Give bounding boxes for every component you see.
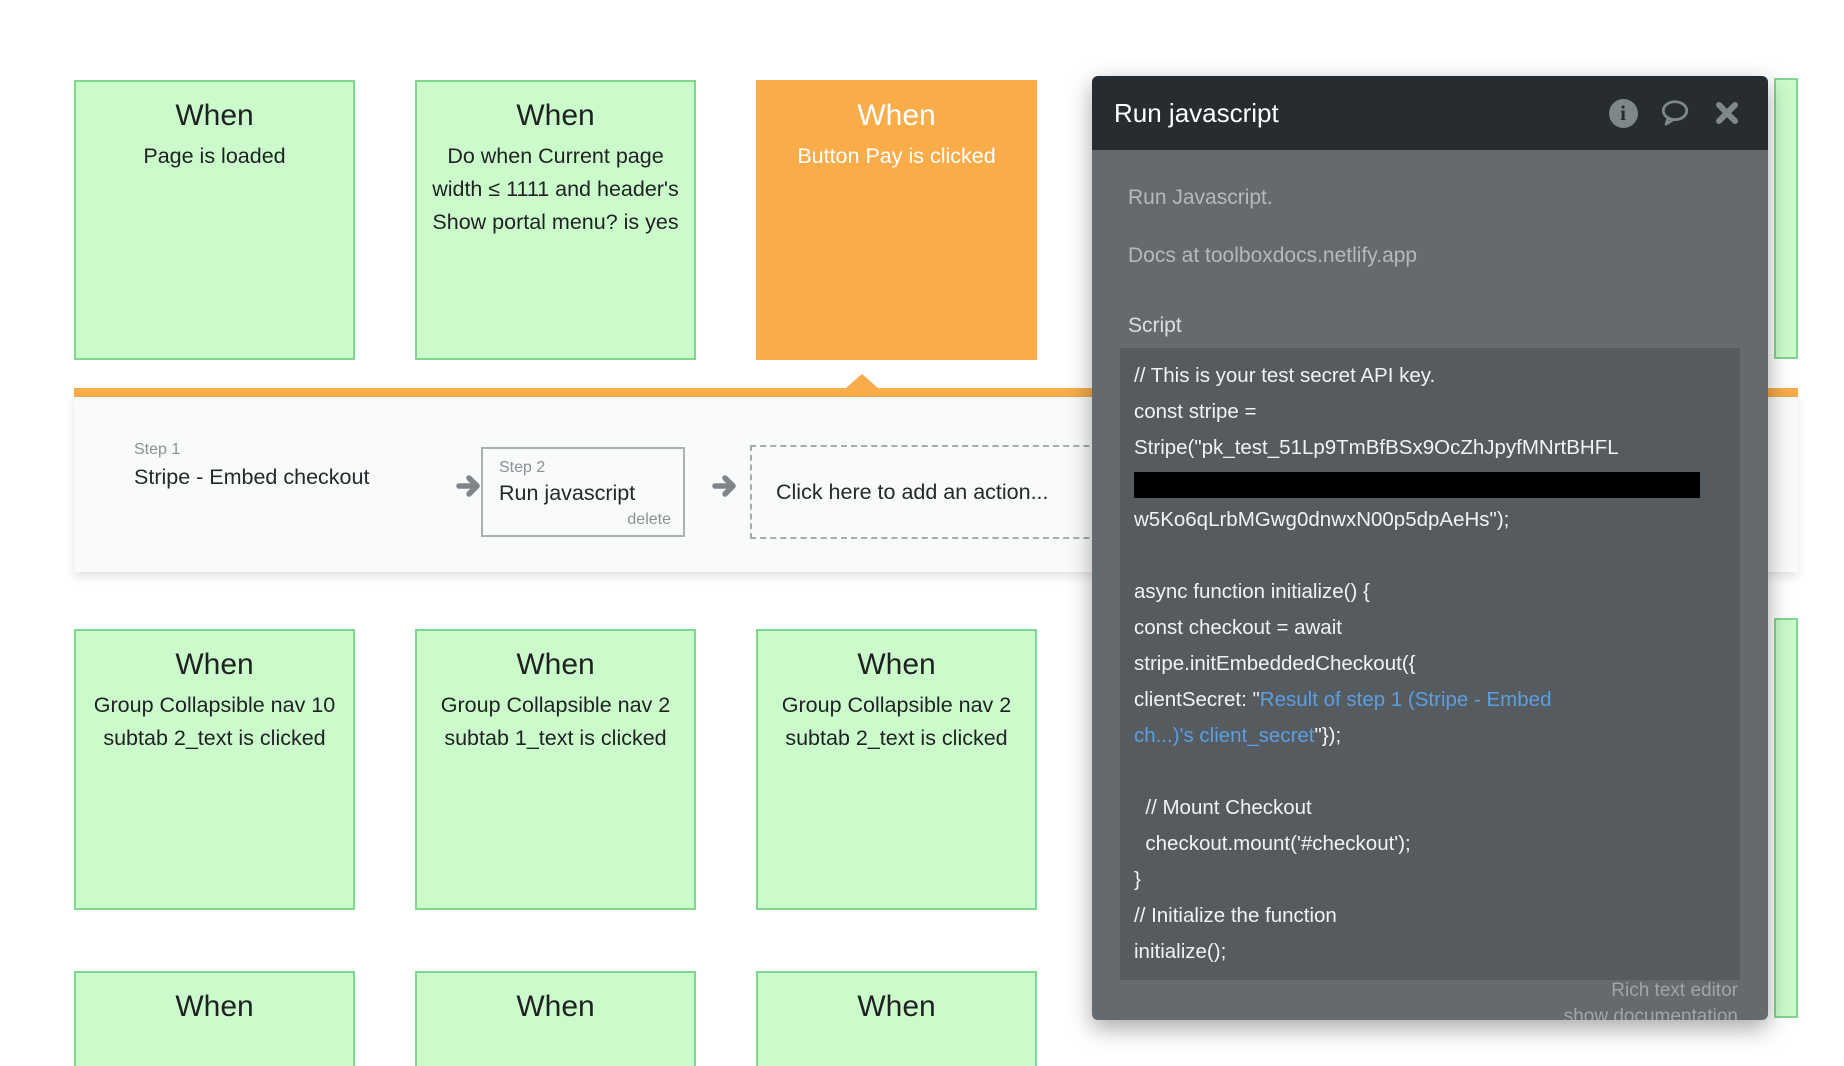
code-line: clientSecret: "Result of step 1 (Stripe … — [1134, 688, 1552, 711]
docs-reference: Docs at toolboxdocs.netlify.app — [1128, 244, 1418, 267]
code-line — [1134, 538, 1726, 574]
code-line: const checkout = await — [1134, 616, 1342, 639]
step1-name: Stripe - Embed checkout — [134, 465, 370, 489]
event-box-clipped-bottom-2[interactable]: When — [415, 971, 696, 1066]
code-line — [1134, 754, 1726, 790]
code-line: initialize(); — [1134, 940, 1227, 963]
event-title: When — [857, 648, 936, 681]
script-field-label: Script — [1128, 314, 1182, 337]
action-description: Run Javascript. — [1128, 186, 1273, 209]
code-line: checkout.mount('#checkout'); — [1134, 832, 1411, 855]
rich-text-editor-label: Rich text editor — [1611, 980, 1738, 1001]
event-box-page-loaded[interactable]: When Page is loaded — [74, 80, 355, 360]
show-documentation-link[interactable]: show documentation — [1563, 1006, 1738, 1020]
info-icon[interactable]: i — [1608, 98, 1638, 128]
run-javascript-property-panel: Run javascript i Run Javascript. Docs — [1092, 76, 1768, 1020]
selected-event-notch — [846, 374, 878, 388]
event-title: When — [175, 648, 254, 681]
event-box-clipped-bottom-3[interactable]: When — [756, 971, 1037, 1066]
event-subtitle: Button Pay is clicked — [797, 144, 996, 168]
event-box-page-width-condition[interactable]: When Do when Current page width ≤ 1111 a… — [415, 80, 696, 360]
code-line: const stripe = — [1134, 400, 1257, 423]
panel-header: Run javascript i — [1092, 76, 1768, 150]
event-title: When — [516, 990, 595, 1023]
event-box-clipped-right-top[interactable] — [1774, 78, 1798, 359]
event-title: When — [175, 99, 254, 132]
code-line: ch...)'s client_secret"}); — [1134, 724, 1342, 747]
step1-label: Step 1 — [134, 441, 181, 458]
event-box-clipped-bottom-1[interactable]: When — [74, 971, 355, 1066]
dynamic-expression-link[interactable]: Result of step 1 (Stripe - Embed — [1259, 688, 1552, 711]
code-editor[interactable]: // This is your test secret API key. cons… — [1120, 348, 1740, 980]
event-title: When — [516, 648, 595, 681]
code-line: // Mount Checkout — [1134, 796, 1312, 819]
dynamic-expression-link[interactable]: ch...)'s client_secret — [1134, 724, 1315, 747]
event-title: When — [516, 99, 595, 132]
event-box-nav2-subtab1[interactable]: When Group Collapsible nav 2 subtab 1_te… — [415, 629, 696, 910]
event-subtitle: Page is loaded — [143, 144, 286, 168]
event-box-nav2-subtab2[interactable]: When Group Collapsible nav 2 subtab 2_te… — [756, 629, 1037, 910]
step2-label: Step 2 — [499, 459, 546, 476]
code-line: async function initialize() { — [1134, 580, 1370, 603]
event-box-clipped-right-bottom[interactable] — [1774, 618, 1798, 1018]
code-line: Stripe("pk_test_51Lp9TmBfBSx9OcZhJpyfMNr… — [1134, 436, 1619, 459]
add-action-button[interactable]: Click here to add an action... — [750, 445, 1150, 539]
arrow-right-icon — [712, 475, 736, 497]
step2-name: Run javascript — [499, 481, 636, 505]
panel-body: Run Javascript. Docs at toolboxdocs.netl… — [1092, 150, 1768, 1020]
event-subtitle: Group Collapsible nav 10 subtab 2_text i… — [93, 693, 336, 750]
event-box-button-pay-clicked-selected[interactable]: When Button Pay is clicked — [756, 80, 1037, 360]
workflow-accent-bar — [74, 388, 1798, 397]
event-title: When — [857, 990, 936, 1023]
step1-action[interactable]: Step 1 Stripe - Embed checkout — [134, 441, 369, 490]
step2-delete-button[interactable]: delete — [627, 511, 671, 528]
add-action-label: Click here to add an action... — [776, 479, 1049, 504]
redacted-api-key — [1134, 471, 1700, 498]
close-icon[interactable] — [1712, 98, 1742, 128]
event-subtitle: Do when Current page width ≤ 1111 and he… — [432, 144, 679, 234]
event-title: When — [175, 990, 254, 1023]
panel-title: Run javascript — [1114, 97, 1279, 128]
code-line: } — [1134, 868, 1141, 891]
event-title: When — [857, 99, 936, 132]
code-line: // This is your test secret API key. — [1134, 364, 1436, 387]
step2-action-selected[interactable]: Step 2 Run javascript delete — [481, 447, 685, 537]
event-subtitle: Group Collapsible nav 2 subtab 2_text is… — [781, 693, 1012, 750]
code-line: stripe.initEmbeddedCheckout({ — [1134, 652, 1416, 675]
event-box-nav10-subtab2[interactable]: When Group Collapsible nav 10 subtab 2_t… — [74, 629, 355, 910]
event-subtitle: Group Collapsible nav 2 subtab 1_text is… — [440, 693, 671, 750]
arrow-right-icon — [456, 475, 480, 497]
code-line: // Initialize the function — [1134, 904, 1337, 927]
code-line: w5Ko6qLrbMGwg0dnwxN00p5dpAeHs"); — [1134, 508, 1510, 531]
comment-bubble-icon[interactable] — [1660, 98, 1690, 128]
code-line — [1134, 466, 1726, 502]
